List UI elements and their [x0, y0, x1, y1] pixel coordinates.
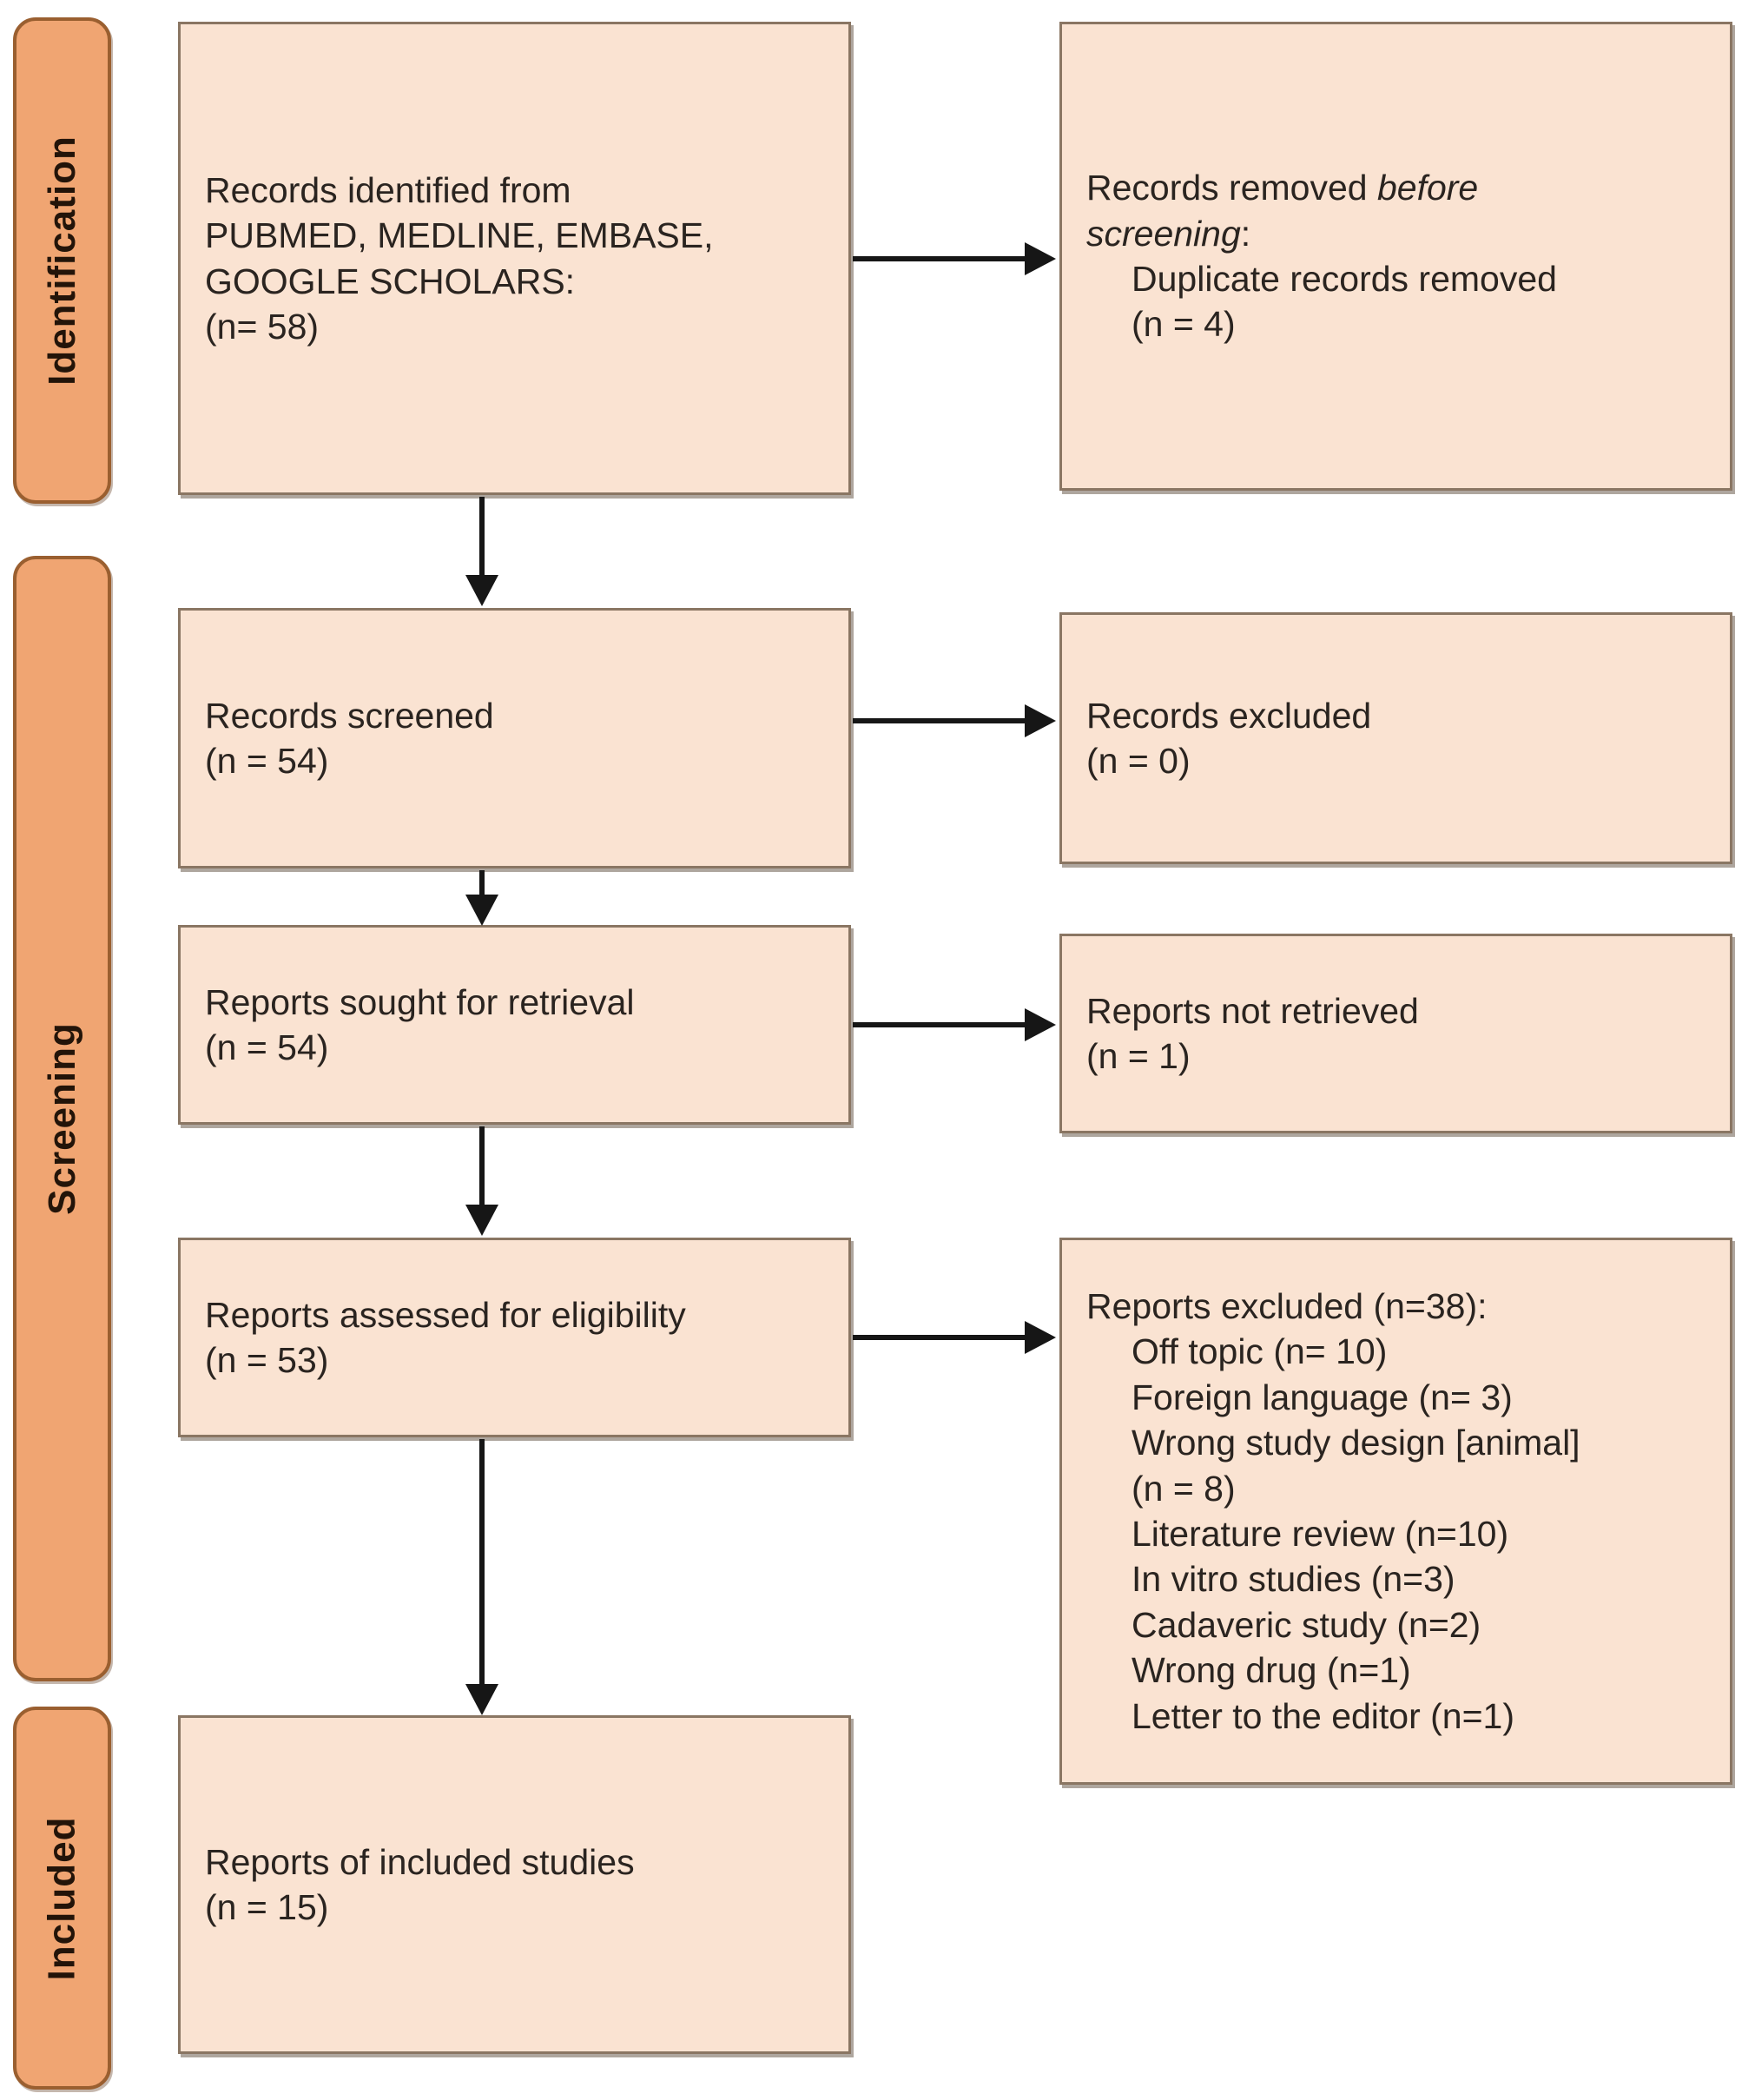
box-line: (n = 53): [205, 1340, 329, 1380]
box-reports-included: Reports of included studies (n = 15): [178, 1715, 851, 2054]
box-records-excluded: Records excluded (n = 0): [1059, 612, 1732, 864]
arrow-head-down-icon: [465, 1684, 498, 1715]
box-line: Records screened: [205, 695, 494, 736]
included-label: Included: [40, 1816, 83, 1980]
arrow-head-down-icon: [465, 1205, 498, 1236]
box-line: screening:: [1086, 213, 1251, 254]
arrow-head-down-icon: [465, 575, 498, 606]
box-line: Reports sought for retrieval: [205, 981, 635, 1022]
box-line: Duplicate records removed: [1132, 259, 1557, 299]
box-records-removed: Records removed before screening: Duplic…: [1059, 22, 1732, 491]
box-reports-not-retrieved: Reports not retrieved (n = 1): [1059, 934, 1732, 1133]
box-line: In vitro studies (n=3): [1132, 1559, 1455, 1600]
box-line: Literature review (n=10): [1132, 1514, 1509, 1554]
box-line: (n = 0): [1086, 741, 1191, 781]
identification-label: Identification: [40, 135, 83, 386]
box-line: Off topic (n= 10): [1132, 1331, 1388, 1372]
sidebar-tab-identification: Identification: [13, 17, 111, 504]
box-line: Records excluded: [1086, 695, 1372, 736]
box-line: Reports of included studies: [205, 1841, 635, 1882]
box-line: (n = 1): [1086, 1036, 1191, 1076]
box-line: Foreign language (n= 3): [1132, 1377, 1513, 1417]
arrow-head-right-icon: [1025, 1008, 1056, 1041]
box-line: PUBMED, MEDLINE, EMBASE,: [205, 215, 714, 256]
arrow-shaft: [479, 1126, 485, 1206]
box-reports-assessed: Reports assessed for eligibility (n = 53…: [178, 1238, 851, 1437]
arrow-head-right-icon: [1025, 704, 1056, 737]
arrow-shaft: [479, 1439, 485, 1686]
arrow-head-right-icon: [1025, 242, 1056, 275]
box-line: Cadaveric study (n=2): [1132, 1604, 1481, 1645]
box-line: Records removed before: [1086, 168, 1479, 208]
box-line: (n = 54): [205, 1027, 329, 1067]
box-line: Letter to the editor (n=1): [1132, 1695, 1515, 1736]
box-line: Reports excluded (n=38):: [1086, 1285, 1488, 1326]
box-line: (n = 4): [1132, 304, 1236, 345]
screening-label: Screening: [40, 1022, 83, 1215]
box-line: GOOGLE SCHOLARS:: [205, 261, 576, 301]
box-records-identified: Records identified from PUBMED, MEDLINE,…: [178, 22, 851, 495]
box-line: Wrong study design [animal]: [1132, 1423, 1580, 1463]
arrow-shaft: [853, 718, 1025, 723]
box-line: (n = 8): [1132, 1468, 1236, 1509]
box-line: (n = 15): [205, 1887, 329, 1927]
box-records-screened: Records screened (n = 54): [178, 608, 851, 868]
arrow-shaft: [853, 1022, 1025, 1027]
box-reports-sought: Reports sought for retrieval (n = 54): [178, 925, 851, 1125]
arrow-shaft: [479, 870, 485, 896]
box-line: Reports not retrieved: [1086, 990, 1419, 1031]
box-line: (n = 54): [205, 741, 329, 781]
arrow-head-down-icon: [465, 895, 498, 926]
box-line: Records identified from: [205, 169, 571, 210]
sidebar-tab-screening: Screening: [13, 556, 111, 1681]
box-line: (n= 58): [205, 306, 320, 347]
sidebar-tab-included: Included: [13, 1707, 111, 2090]
arrow-head-right-icon: [1025, 1321, 1056, 1354]
box-line: Wrong drug (n=1): [1132, 1650, 1411, 1691]
box-reports-excluded: Reports excluded (n=38): Off topic (n= 1…: [1059, 1238, 1732, 1785]
arrow-shaft: [479, 497, 485, 577]
arrow-shaft: [853, 256, 1025, 261]
arrow-shaft: [853, 1335, 1025, 1340]
box-line: Reports assessed for eligibility: [205, 1294, 686, 1335]
